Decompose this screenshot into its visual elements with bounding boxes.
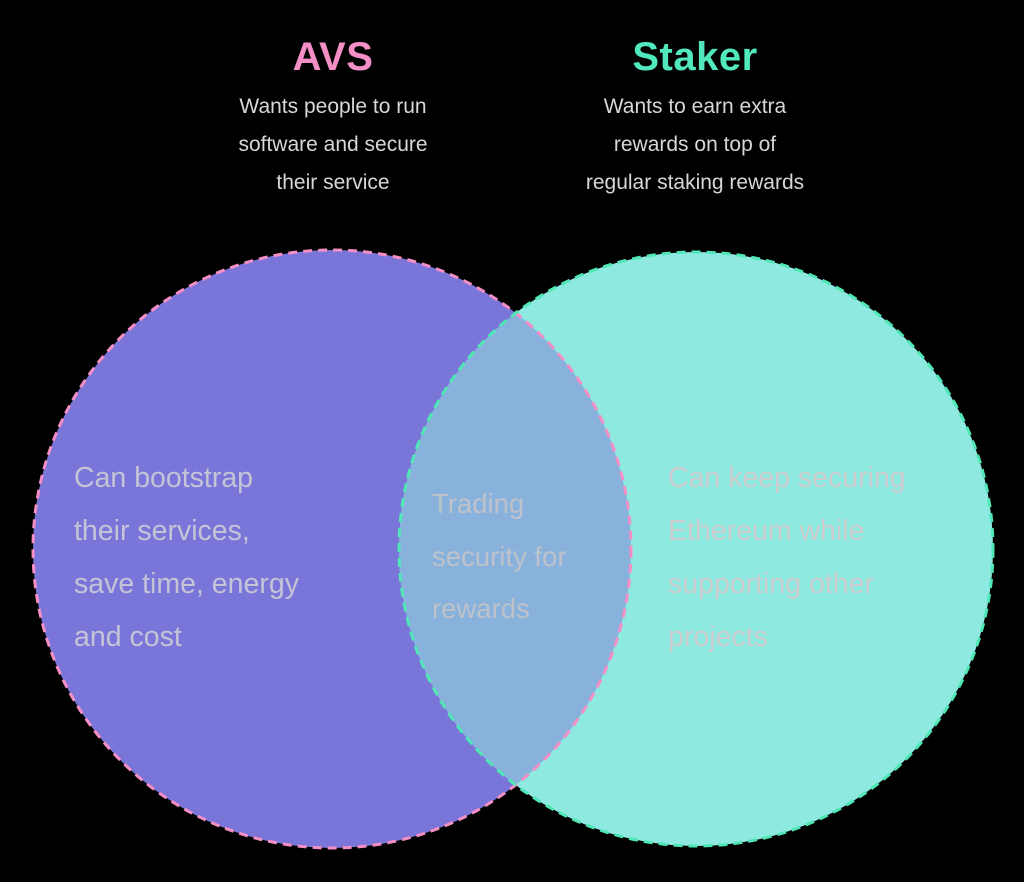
avs-circle-label: Can bootstrap their services, save time,… (74, 452, 299, 664)
staker-subtitle-line: Wants to earn extra (603, 95, 787, 118)
staker-circle-label-line: Can keep securing (668, 462, 906, 494)
staker-circle-label-line: Ethereum while (668, 515, 865, 547)
avs-circle-label-line: save time, energy (74, 568, 299, 600)
intersection-fill (399, 252, 631, 846)
staker-subtitle-line: rewards on top of (613, 133, 777, 156)
staker-circle-border (397, 250, 995, 848)
avs-circle-label-line: and cost (74, 621, 182, 653)
avs-circle-label-line: Can bootstrap (74, 462, 254, 494)
intersection-label: Trading security for rewards (432, 478, 566, 636)
avs-circle-label-line: their services, (74, 515, 250, 547)
staker-header: Staker Wants to earn extra rewards on to… (495, 34, 895, 202)
staker-circle-label-line: projects (668, 621, 768, 653)
intersection-label-line: Trading (432, 488, 525, 519)
avs-header: AVS Wants people to run software and sec… (133, 34, 533, 202)
intersection-label-line: rewards (432, 593, 530, 624)
avs-subtitle-line: software and secure (238, 133, 428, 156)
intersection-label-line: security for (432, 540, 567, 572)
staker-circle-label: Can keep securing Ethereum while support… (668, 452, 906, 664)
avs-subtitle-line: Wants people to run (239, 95, 427, 118)
staker-subtitle-line: regular staking rewards (585, 171, 805, 194)
avs-subtitle: Wants people to run software and secure … (133, 88, 533, 202)
staker-circle-label-line: supporting other (668, 568, 874, 600)
avs-title: AVS (292, 35, 374, 79)
avs-circle-border (31, 248, 633, 850)
staker-subtitle: Wants to earn extra rewards on top of re… (495, 88, 895, 202)
staker-title: Staker (632, 35, 758, 79)
avs-subtitle-line: their service (276, 171, 390, 194)
